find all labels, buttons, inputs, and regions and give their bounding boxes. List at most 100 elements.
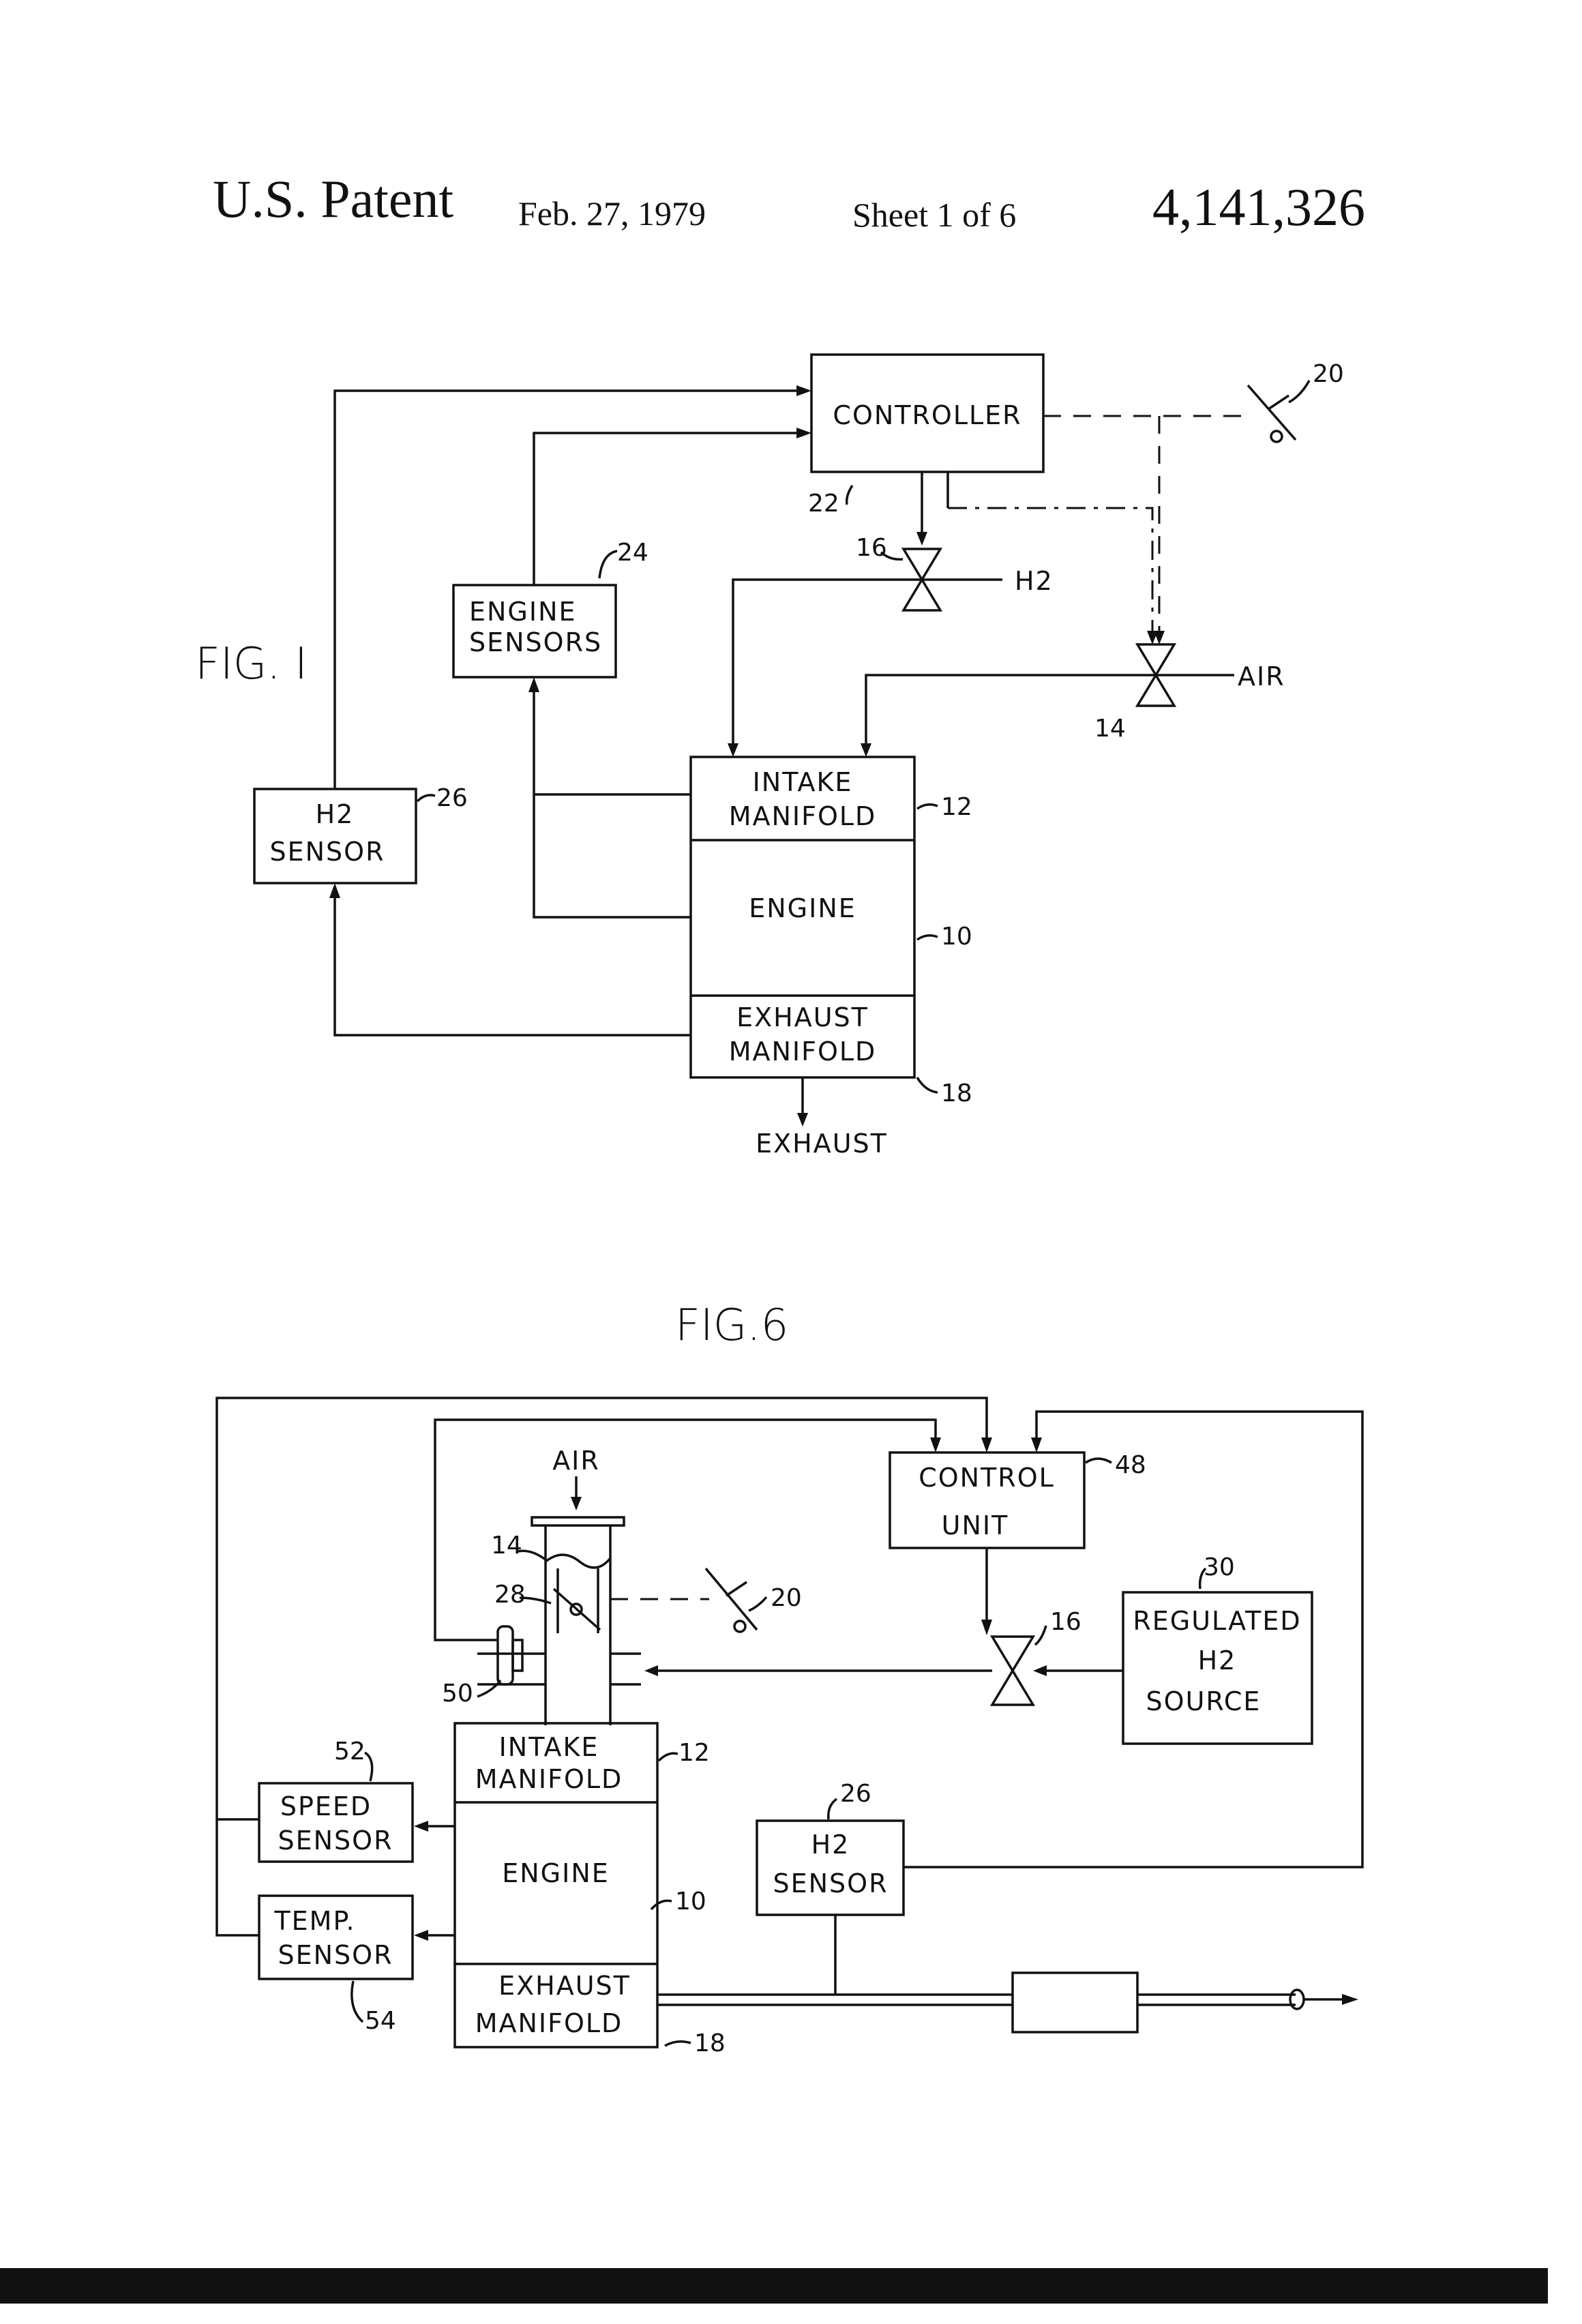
control-unit-label-2: UNIT (942, 1510, 1009, 1540)
arrow-air-into-intake (861, 743, 871, 757)
throttle-20-tick (1268, 396, 1289, 409)
figure-6: FIG.6 CONTROL UNIT 48 REGULATED H2 SOURC… (217, 1300, 1362, 2057)
leader-24 (599, 551, 617, 578)
fig6-leader-14 (518, 1551, 546, 1560)
ref-10: 10 (941, 923, 972, 951)
leader-52 (365, 1753, 372, 1781)
fig6-leader-26 (829, 1799, 837, 1819)
leader-26 (417, 795, 435, 801)
fig6-leader-16 (1035, 1626, 1046, 1645)
regulated-label-2: H2 (1198, 1645, 1237, 1675)
fig6-leader-10 (651, 1901, 672, 1909)
throttle-body-break (546, 1555, 610, 1568)
patent-title: U.S. Patent (213, 169, 454, 228)
leader-10 (917, 936, 938, 940)
air-label: AIR (552, 1446, 600, 1476)
arrow-h2sensor-into-control (1031, 1437, 1042, 1452)
engine-label: ENGINE (749, 893, 856, 923)
fig1-label: FIG. I (195, 639, 308, 689)
exhaust-label-2: MANIFOLD (729, 1037, 877, 1067)
fig6-valve-16-bottom (992, 1671, 1033, 1705)
fig6-throttle-20-pivot (734, 1621, 745, 1632)
ref-16: 16 (856, 534, 887, 562)
engine-sensors-label-2: SENSORS (469, 627, 602, 657)
fig6-ref-14: 14 (491, 1532, 522, 1560)
line-air-intake (866, 675, 1234, 747)
ref-54: 54 (365, 2007, 396, 2035)
fig6-leader-18 (665, 2042, 691, 2046)
h2-sensor-label-2: SENSOR (270, 837, 385, 867)
arrow-source-into-valve (1033, 1665, 1047, 1676)
ref-52: 52 (334, 1738, 365, 1766)
arrow-into-intake-pipe (644, 1665, 658, 1676)
line-speed-control (217, 1398, 987, 1819)
exhaust-label-1: EXHAUST (736, 1002, 869, 1032)
arrow-into-temp (414, 1930, 428, 1941)
valve-14-bottom (1137, 675, 1174, 706)
fig6-exhaust-label-1: EXHAUST (498, 1971, 631, 2001)
ref-20: 20 (1313, 360, 1344, 388)
fig6-leader-20 (749, 1597, 766, 1611)
arrow-speed-into-control (981, 1437, 992, 1452)
h2-line-label: H2 (1015, 566, 1054, 596)
ref-14: 14 (1094, 715, 1126, 743)
exhaust-out-label: EXHAUST (756, 1129, 888, 1159)
control-unit-label-1: CONTROL (919, 1463, 1055, 1493)
fig6-ref-26: 26 (840, 1780, 871, 1808)
valve-14-top (1137, 644, 1174, 675)
leader-50 (477, 1680, 501, 1697)
speed-sensor-label-2: SENSOR (278, 1826, 393, 1856)
temp-sensor-label-1: TEMP. (273, 1906, 355, 1936)
regulated-label-3: SOURCE (1146, 1686, 1262, 1716)
air-cap (532, 1517, 624, 1525)
header: U.S. Patent Feb. 27, 1979 Sheet 1 of 6 4… (213, 169, 1365, 237)
scan-edge-band (0, 2268, 1548, 2304)
leader-12 (917, 805, 938, 809)
arrow-h2-into-intake (728, 743, 738, 757)
ref-24: 24 (617, 539, 648, 567)
intake-label-1: INTAKE (753, 767, 853, 797)
ref-18: 18 (941, 1079, 972, 1107)
ref-50: 50 (442, 1680, 473, 1708)
air-arrow (571, 1497, 582, 1510)
ref-28: 28 (494, 1581, 526, 1609)
fig6-throttle-20-tick (726, 1582, 747, 1596)
arrow-into-fig6-valve (981, 1620, 992, 1635)
fig6-intake-label-2: MANIFOLD (475, 1764, 623, 1794)
line-h2sensor-controller (335, 391, 798, 789)
controller-label: CONTROLLER (833, 400, 1021, 430)
tailpipe-arrow (1342, 1994, 1358, 2005)
fig6-leader-12 (659, 1753, 678, 1761)
line-engine-sensors (534, 691, 691, 917)
muffler-box (1013, 1973, 1137, 2032)
ref-26: 26 (436, 784, 468, 812)
line-sensors-controller (534, 433, 798, 585)
speed-sensor-label-1: SPEED (280, 1791, 372, 1821)
intake-label-2: MANIFOLD (729, 801, 877, 831)
h2-sensor-label-1: H2 (316, 799, 355, 829)
fig6-valve-16-top (992, 1637, 1033, 1671)
throttle-20-lever (1248, 385, 1296, 440)
line-temp-control (217, 1819, 259, 1935)
ref-22: 22 (808, 490, 839, 518)
valve-16-bottom (904, 580, 940, 610)
leader-20 (1289, 381, 1309, 402)
tailpipe-end (1290, 1990, 1304, 2009)
arrow-into-valve14-b (1154, 631, 1165, 644)
fig6-ref-16: 16 (1050, 1608, 1081, 1636)
fig6-h2-sensor-label-1: H2 (811, 1830, 850, 1860)
fig6-ref-10: 10 (675, 1888, 706, 1916)
fig6-exhaust-label-2: MANIFOLD (475, 2008, 623, 2038)
fig6-ref-12: 12 (678, 1739, 710, 1767)
figure-1: FIG. I CONTROLLER 22 ENGINE SENSORS 24 H… (195, 355, 1344, 1159)
leader-54 (352, 1981, 363, 2022)
sheet-number: Sheet 1 of 6 (852, 196, 1016, 234)
fig6-ref-18: 18 (694, 2029, 726, 2057)
ref-48: 48 (1115, 1451, 1146, 1479)
fig6-ref-20: 20 (771, 1584, 802, 1612)
air-line-label: AIR (1238, 661, 1285, 691)
line-h2-intake (733, 580, 1002, 747)
arrow-into-speed (414, 1821, 428, 1832)
fig6-h2-sensor-label-2: SENSOR (773, 1868, 889, 1898)
